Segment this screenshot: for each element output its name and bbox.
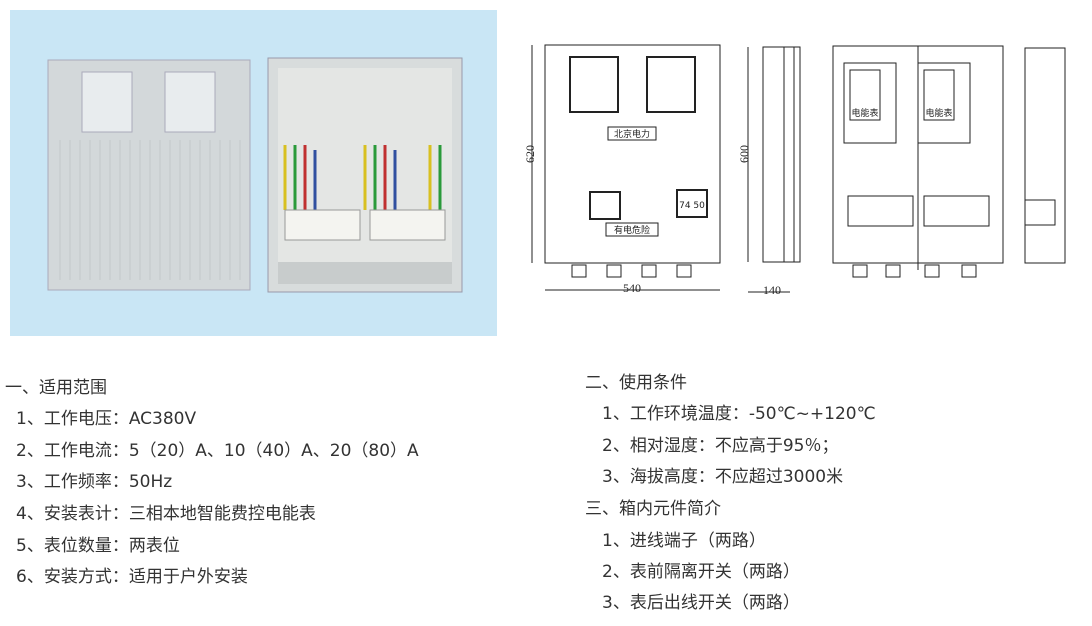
- product-photo: [10, 10, 497, 336]
- section2-item: 1、工作环境温度：-50℃~+120℃: [602, 404, 876, 424]
- section2-heading: 二、使用条件: [585, 373, 687, 393]
- dim-height-side: 600: [737, 145, 751, 163]
- dim-height-front: 620: [523, 145, 537, 163]
- section1-item: 5、表位数量：两表位: [16, 536, 180, 556]
- section1-heading: 一、适用范围: [5, 378, 107, 398]
- meter-label-1: 电能表: [851, 107, 878, 119]
- section3-item: 2、表前隔离开关（两路）: [602, 562, 800, 582]
- meter-box-photo: [47, 57, 463, 293]
- inside-view: 电能表 电能表: [832, 45, 1004, 278]
- window-dims: 74 50: [679, 201, 705, 211]
- section1-item: 3、工作频率：50Hz: [16, 472, 173, 492]
- front-label-top: 北京电力: [614, 128, 650, 140]
- section3-heading: 三、箱内元件简介: [585, 499, 721, 519]
- side-view: [747, 46, 801, 293]
- side-section-view: [1024, 47, 1066, 264]
- section3-item: 1、进线端子（两路）: [602, 531, 766, 551]
- meter-label-2: 电能表: [925, 107, 952, 119]
- section2-item: 2、相对湿度：不应高于95％；: [602, 436, 839, 456]
- front-view: 北京电力 74 50 有电危险: [531, 44, 721, 291]
- dim-width-front: 540: [623, 281, 641, 295]
- section1-item: 2、工作电流：5（20）A、10（40）A、20（80）A: [16, 441, 419, 461]
- section3-item: 3、表后出线开关（两路）: [602, 593, 800, 613]
- section1-item: 6、安装方式：适用于户外安装: [16, 567, 248, 587]
- closed-box: [47, 59, 251, 291]
- section2-item: 3、海拔高度：不应超过3000米: [602, 467, 844, 487]
- section1-item: 4、安装表计：三相本地智能费控电能表: [16, 504, 316, 524]
- front-label-warning: 有电危险: [614, 224, 650, 236]
- dimension-drawing: 北京电力 74 50 有电危险 620 540 600 140 电能表: [523, 44, 1066, 297]
- technical-drawing: 北京电力 74 50 有电危险 620 540 600 140 电能表: [520, 30, 1092, 300]
- dim-depth-side: 140: [763, 283, 781, 297]
- section1-item: 1、工作电压：AC380V: [16, 409, 197, 429]
- open-box: [267, 57, 463, 293]
